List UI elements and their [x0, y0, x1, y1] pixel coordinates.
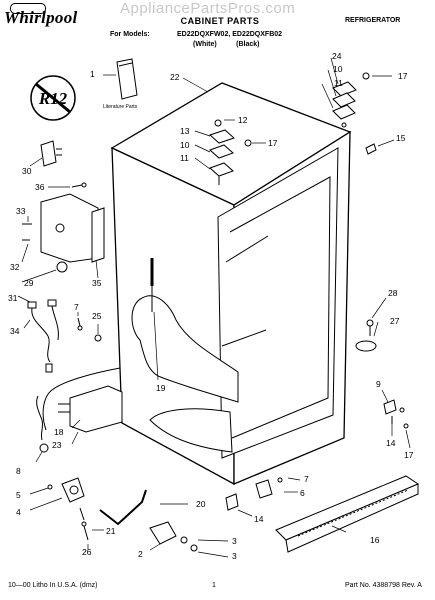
water-valve [47, 477, 89, 541]
part-number-30: 30 [22, 166, 32, 176]
part-number-11b: 11 [180, 153, 189, 163]
fitting-2 [149, 521, 198, 552]
footer-page-number: 1 [212, 582, 216, 589]
part-number-18: 18 [54, 427, 64, 437]
part-number-7b: 7 [304, 474, 309, 484]
part-number-22: 22 [170, 72, 180, 82]
r12-badge: R12 [30, 75, 76, 121]
leveling-bracket [383, 399, 409, 429]
part-number-29: 29 [24, 278, 34, 288]
part-number-19: 19 [156, 383, 166, 393]
screw-25 [94, 334, 102, 342]
hinge-pin [365, 143, 377, 155]
part-number-34: 34 [10, 326, 20, 336]
part-number-17a: 17 [398, 71, 408, 81]
watermark: AppliancePartsPros.com [120, 0, 296, 17]
top-hinge-center [209, 119, 252, 185]
part-number-4: 4 [16, 507, 21, 517]
caster-assembly [355, 319, 377, 352]
electrical-box [58, 385, 123, 433]
part-number-35: 35 [92, 278, 102, 288]
part-number-12: 12 [238, 115, 248, 125]
top-hinge-right [332, 72, 370, 128]
category-label: REFRIGERATOR [345, 17, 401, 24]
power-cord [36, 367, 121, 453]
part-number-9: 9 [376, 379, 381, 389]
part-number-26: 26 [82, 547, 92, 557]
part-number-10b: 10 [180, 140, 190, 150]
part-number-24: 24 [332, 51, 342, 61]
brand-logo-mark [10, 3, 46, 14]
model-numbers: ED22DQXFW02, ED22DQXFB02 [177, 31, 283, 38]
part-number-21: 21 [106, 526, 116, 536]
brand-logo: Whirlpool [4, 8, 78, 27]
part-number-31: 31 [8, 293, 18, 303]
footer-part-number: Part No. 4388798 Rev. A [345, 582, 422, 589]
part-number-28: 28 [388, 288, 398, 298]
part-number-33: 33 [16, 206, 26, 216]
part-number-14a: 14 [386, 438, 396, 448]
part-number-1: 1 [90, 69, 95, 79]
part-number-16: 16 [370, 535, 380, 545]
compressor-bracket [22, 193, 105, 273]
footer-litho: 10—00 Litho In U.S.A. (dmz) [8, 582, 98, 589]
part-number-10a: 10 [333, 64, 343, 74]
literature-parts-label: Literature Parts [103, 104, 138, 110]
part-number-13: 13 [180, 126, 190, 136]
page-title: CABINET PARTS [180, 16, 260, 26]
model-colors: (White) (Black) [193, 41, 260, 48]
r12-badge-text: R12 [38, 89, 68, 108]
leader-lines [17, 57, 411, 558]
part-number-20: 20 [196, 499, 206, 509]
screw-7a [77, 317, 83, 331]
part-number-27: 27 [390, 316, 400, 326]
part-number-14b: 14 [254, 514, 264, 524]
screw-36 [71, 182, 87, 188]
part-number-6: 6 [300, 488, 305, 498]
part-number-5: 5 [16, 490, 21, 500]
part-number-7a: 7 [74, 302, 79, 312]
part-number-8: 8 [16, 466, 21, 476]
relay-block [40, 140, 62, 167]
part-number-17b: 17 [268, 138, 278, 148]
part-number-17c: 17 [404, 450, 414, 460]
part-number-3b: 3 [232, 551, 237, 561]
clip-6 [255, 477, 283, 499]
cabinet-body [110, 82, 352, 486]
literature-booklet [116, 58, 138, 100]
models-prefix: For Models: [110, 31, 150, 38]
part-number-2: 2 [138, 549, 143, 559]
part-number-36: 36 [35, 182, 45, 192]
part-number-15: 15 [396, 133, 406, 143]
part-number-23: 23 [52, 440, 62, 450]
part-number-25: 25 [92, 311, 102, 321]
toe-grille [275, 475, 420, 553]
part-number-11a: 11 [334, 78, 343, 88]
water-line [99, 489, 147, 526]
wiring-harness [27, 299, 59, 373]
part-number-32: 32 [10, 262, 20, 272]
part-number-3a: 3 [232, 536, 237, 546]
clip-14b [225, 493, 239, 511]
